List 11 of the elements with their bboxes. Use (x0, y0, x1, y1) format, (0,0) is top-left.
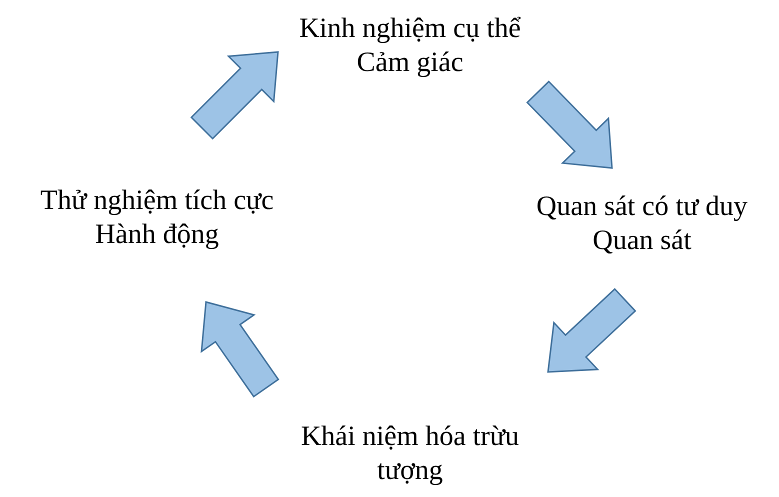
block-arrow (190, 51, 279, 140)
block-arrow (526, 80, 613, 169)
node-label: Khái niệm hóa trừu tượng (300, 420, 520, 488)
block-arrow (200, 301, 280, 398)
node-label: Hành động (94, 218, 220, 252)
node-label: Cảm giác (356, 46, 464, 80)
node-label: Quan sát có tư duy (535, 190, 749, 224)
node-label: Thử nghiệm tích cực (39, 184, 275, 218)
node-label: Quan sát (592, 224, 692, 258)
node-label: Kinh nghiệm cụ thể (298, 12, 522, 46)
block-arrow (547, 288, 636, 373)
